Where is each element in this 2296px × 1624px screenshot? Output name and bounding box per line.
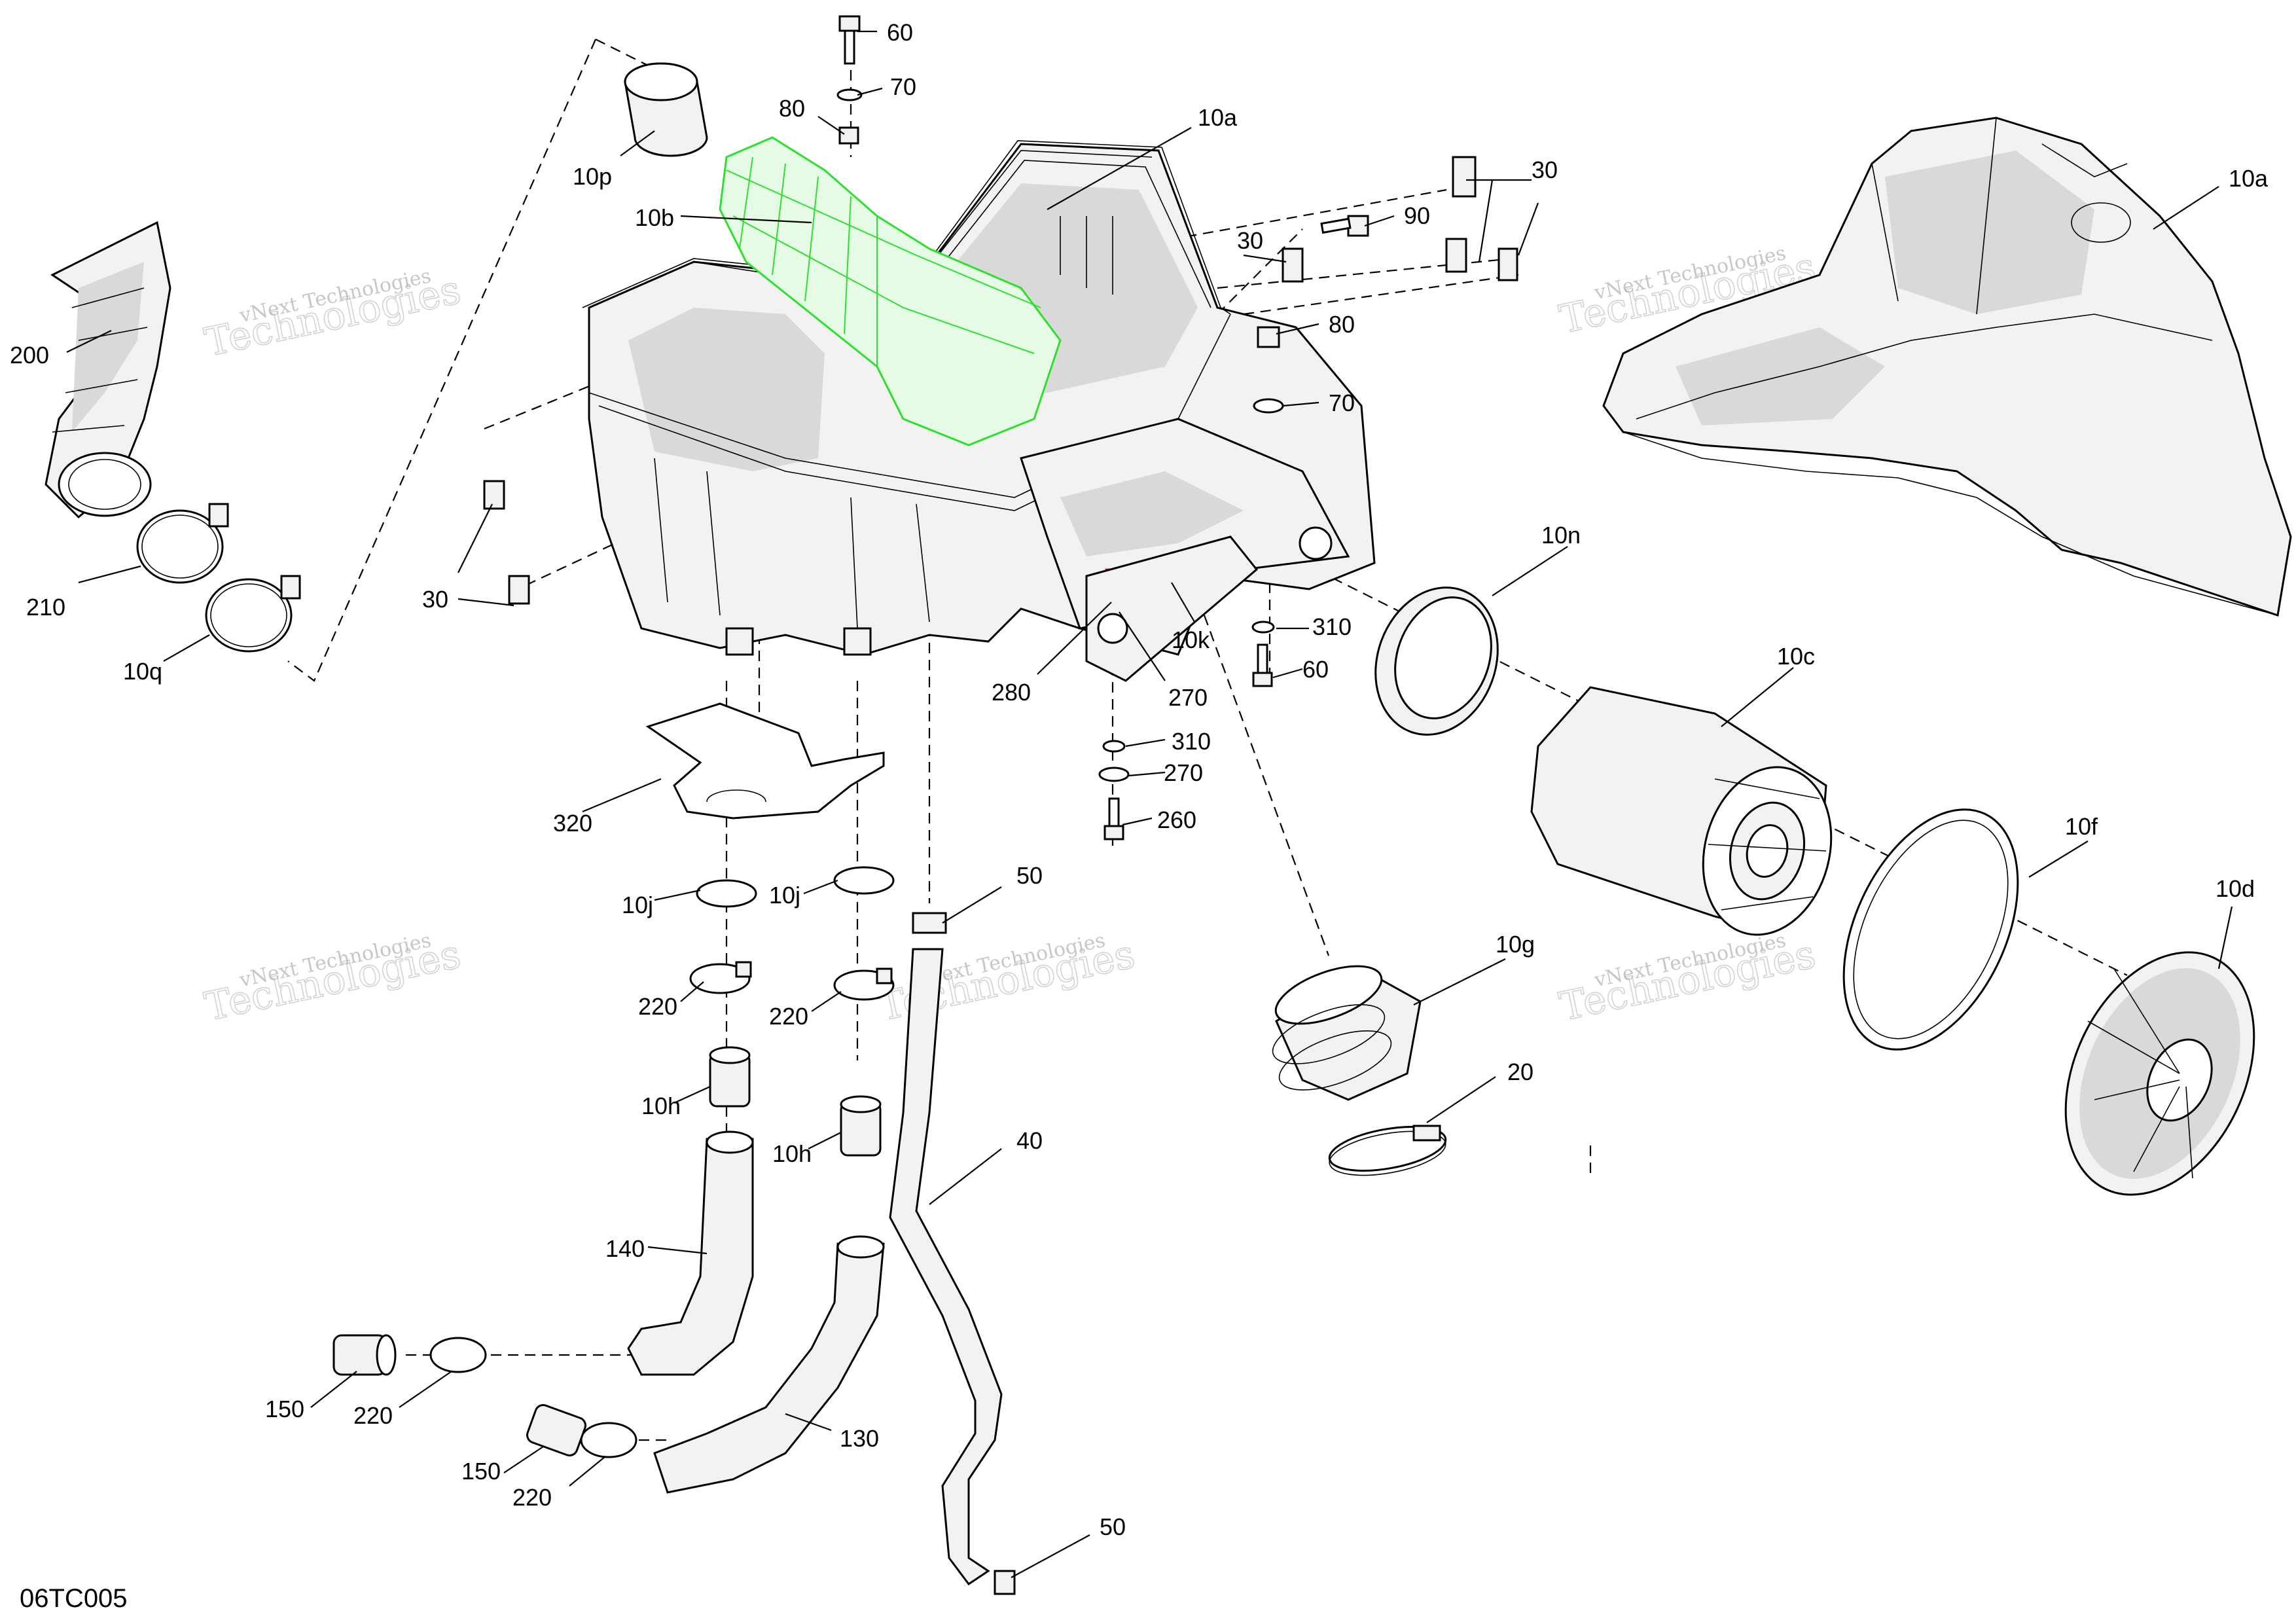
- callout-label: 270: [1168, 684, 1208, 711]
- callout-label: 80: [779, 95, 805, 122]
- callout-labels: 60 70 80 10a 10p 10b 30 30 90 80 70 10a …: [10, 19, 2269, 1540]
- callout-label: 50: [1016, 862, 1043, 889]
- callout-label: 220: [769, 1003, 808, 1030]
- callout-label: 220: [512, 1484, 552, 1511]
- vent-hose-40: [889, 948, 1003, 1586]
- watermark-line2: Technologies: [201, 931, 465, 1030]
- callout-label: 220: [638, 993, 677, 1020]
- watermark-line2: Technologies: [1556, 931, 1820, 1030]
- watermark-line2: Technologies: [201, 267, 465, 366]
- hose-clip-50: [912, 912, 1016, 1595]
- diagram-code: 06TC005: [20, 1584, 128, 1613]
- adapter-10g: [1272, 965, 1422, 1101]
- cover-10a: [1602, 117, 2292, 617]
- clamp-210: [136, 503, 229, 584]
- drain-hose-140: [627, 1130, 754, 1376]
- callout-label: 10p: [573, 163, 612, 190]
- hardware-group: [836, 15, 1369, 840]
- callout-label: 40: [1016, 1127, 1043, 1154]
- seal-10n: [1374, 586, 1499, 736]
- spring-clip-10j: [696, 866, 895, 908]
- callout-label: 150: [461, 1458, 501, 1485]
- callout-label: 90: [1404, 202, 1430, 229]
- callout-label: 310: [1172, 728, 1211, 755]
- callout-label: 280: [992, 679, 1031, 706]
- callout-label: 10k: [1172, 626, 1210, 653]
- callout-label: 220: [353, 1402, 393, 1429]
- callout-label: 320: [553, 810, 592, 837]
- callout-label: 10h: [641, 1092, 681, 1119]
- callout-label: 80: [1329, 311, 1355, 338]
- callout-label: 260: [1157, 806, 1196, 833]
- drain-hose-130: [653, 1235, 885, 1494]
- callout-label: 10q: [123, 658, 162, 685]
- callout-label: 10a: [2229, 165, 2269, 192]
- callout-label: 10f: [2065, 813, 2098, 840]
- callout-label: 200: [10, 342, 49, 369]
- callout-label: 10b: [635, 204, 674, 231]
- intake-elbow-200: [45, 221, 171, 519]
- plug-150: [332, 1334, 586, 1456]
- callout-label: 150: [265, 1396, 304, 1422]
- clamp-10q: [205, 575, 301, 653]
- callout-label: 70: [1329, 389, 1355, 416]
- callout-label: 10c: [1777, 643, 1815, 670]
- callout-label: 10a: [1198, 104, 1238, 131]
- callout-label: 310: [1312, 613, 1352, 640]
- bracket-10k: [1085, 535, 1259, 682]
- callout-label: 10j: [769, 882, 800, 909]
- callout-label: 30: [1532, 156, 1558, 183]
- callout-label: 60: [887, 19, 913, 46]
- callout-label: 10j: [622, 892, 653, 918]
- callout-label: 140: [605, 1235, 645, 1262]
- leader-lines: [66, 30, 2233, 1578]
- sleeve-10p: [624, 62, 708, 157]
- callout-label: 10g: [1496, 931, 1535, 958]
- callout-label: 60: [1302, 656, 1329, 683]
- intake-tube-10b: [719, 136, 1062, 446]
- ring-10f: [1842, 808, 2019, 1051]
- clamp-220: [429, 961, 895, 1458]
- coupler-10h: [709, 1046, 882, 1157]
- callout-label: 210: [26, 594, 65, 621]
- callout-label: 30: [422, 586, 448, 613]
- callout-label: 20: [1507, 1058, 1534, 1085]
- callout-label: 130: [840, 1425, 879, 1452]
- callout-label: 10n: [1541, 522, 1581, 549]
- cover-cap-10d: [2064, 951, 2255, 1196]
- gasket-10a: [582, 140, 1231, 315]
- clamp-20: [1328, 1125, 1447, 1176]
- callout-label: 50: [1100, 1513, 1126, 1540]
- shield-plate-320: [645, 702, 885, 820]
- air-filter-10c: [1530, 686, 1833, 936]
- callout-label: 10d: [2215, 875, 2255, 902]
- callout-label: 10h: [772, 1140, 812, 1167]
- callout-label: 270: [1164, 759, 1203, 786]
- watermark: vNext Technologies Technologies: [200, 929, 465, 1030]
- clip-30-group: [483, 156, 1518, 605]
- watermark: vNext Technologies Technologies: [200, 264, 465, 366]
- callout-label: 70: [890, 73, 916, 100]
- watermark: vNext Technologies Technologies: [1555, 929, 1820, 1030]
- callout-label: 30: [1237, 227, 1263, 254]
